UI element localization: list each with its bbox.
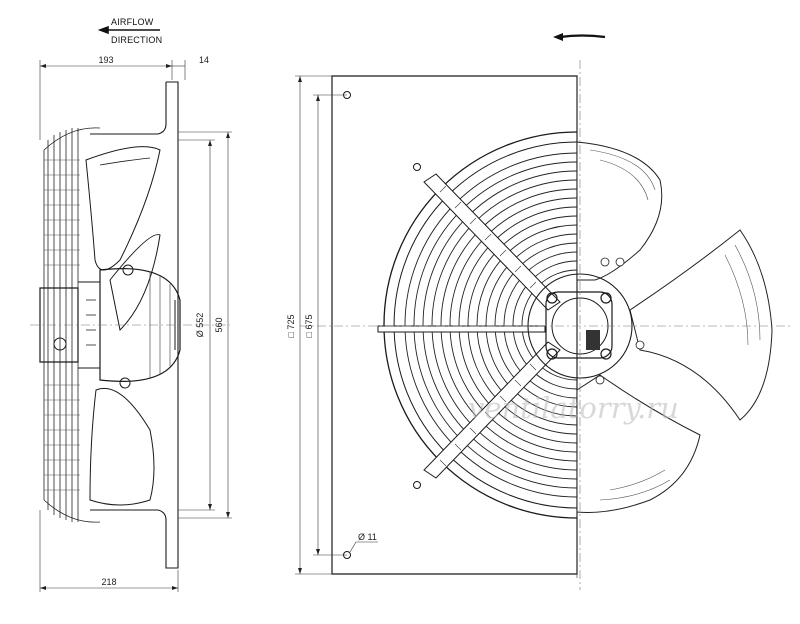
hub-bolt-tl [546, 292, 558, 304]
terminal-box [586, 330, 600, 350]
front-view: □ 725 □ 675 Ø 11 [286, 60, 790, 590]
dimension-552: Ø 552 [178, 139, 215, 511]
side-motor [39, 264, 181, 389]
side-mounting-plate [90, 81, 179, 569]
airflow-arrow-icon [97, 25, 160, 35]
dim-725-label: □ 725 [286, 315, 296, 338]
dim-675-label: □ 675 [304, 315, 314, 338]
dimension-675: □ 675 [304, 94, 347, 556]
hub-bolt-bl [546, 348, 558, 360]
dim-193-label: 193 [98, 55, 113, 65]
side-view: 193 14 [30, 55, 232, 592]
front-mounting-plate [331, 75, 578, 575]
hub-bolt-tr [600, 292, 612, 304]
side-guard-rings [44, 159, 80, 491]
side-blade-upper [85, 146, 161, 271]
dimension-hole-11: Ø 11 [349, 532, 378, 553]
inlet-ring-outer [383, 131, 578, 519]
ring-hole-top [413, 163, 421, 171]
hub-bolt-br [600, 348, 612, 360]
dim-552-label: Ø 552 [195, 313, 205, 338]
airflow-label-line2: DIRECTION [111, 35, 162, 45]
dimension-560: 560 [178, 131, 232, 519]
dimension-218: 218 [39, 510, 179, 592]
dimension-725: □ 725 [286, 75, 332, 575]
blade-top [576, 141, 663, 281]
blade-right [629, 229, 773, 421]
watermark: ventilatorry.ru [468, 391, 679, 425]
ring-hole-bottom [413, 481, 421, 489]
dim-218-label: 218 [101, 577, 116, 587]
airflow-direction-note: AIRFLOW DIRECTION [97, 17, 162, 45]
airflow-label-line1: AIRFLOW [111, 17, 154, 27]
dimension-14: 14 [172, 55, 209, 80]
dim-14-label: 14 [199, 55, 209, 65]
blade-contour-lines [589, 149, 761, 501]
guard-support-bars [377, 173, 561, 479]
rotation-direction-arrow-icon [553, 33, 606, 41]
blade-bottom [576, 374, 701, 513]
side-blade-lower [89, 388, 155, 506]
guard-rings-front [404, 152, 578, 498]
side-blade-mid [109, 234, 161, 332]
dim-11-label: Ø 11 [358, 532, 377, 542]
mounting-holes [343, 91, 421, 559]
impeller-blades-front [576, 141, 773, 513]
guard-support-bar-hatching [439, 185, 537, 467]
inlet-ring-inner [393, 141, 578, 509]
dimension-193: 193 [39, 55, 173, 140]
dim-560-label: 560 [214, 317, 224, 332]
